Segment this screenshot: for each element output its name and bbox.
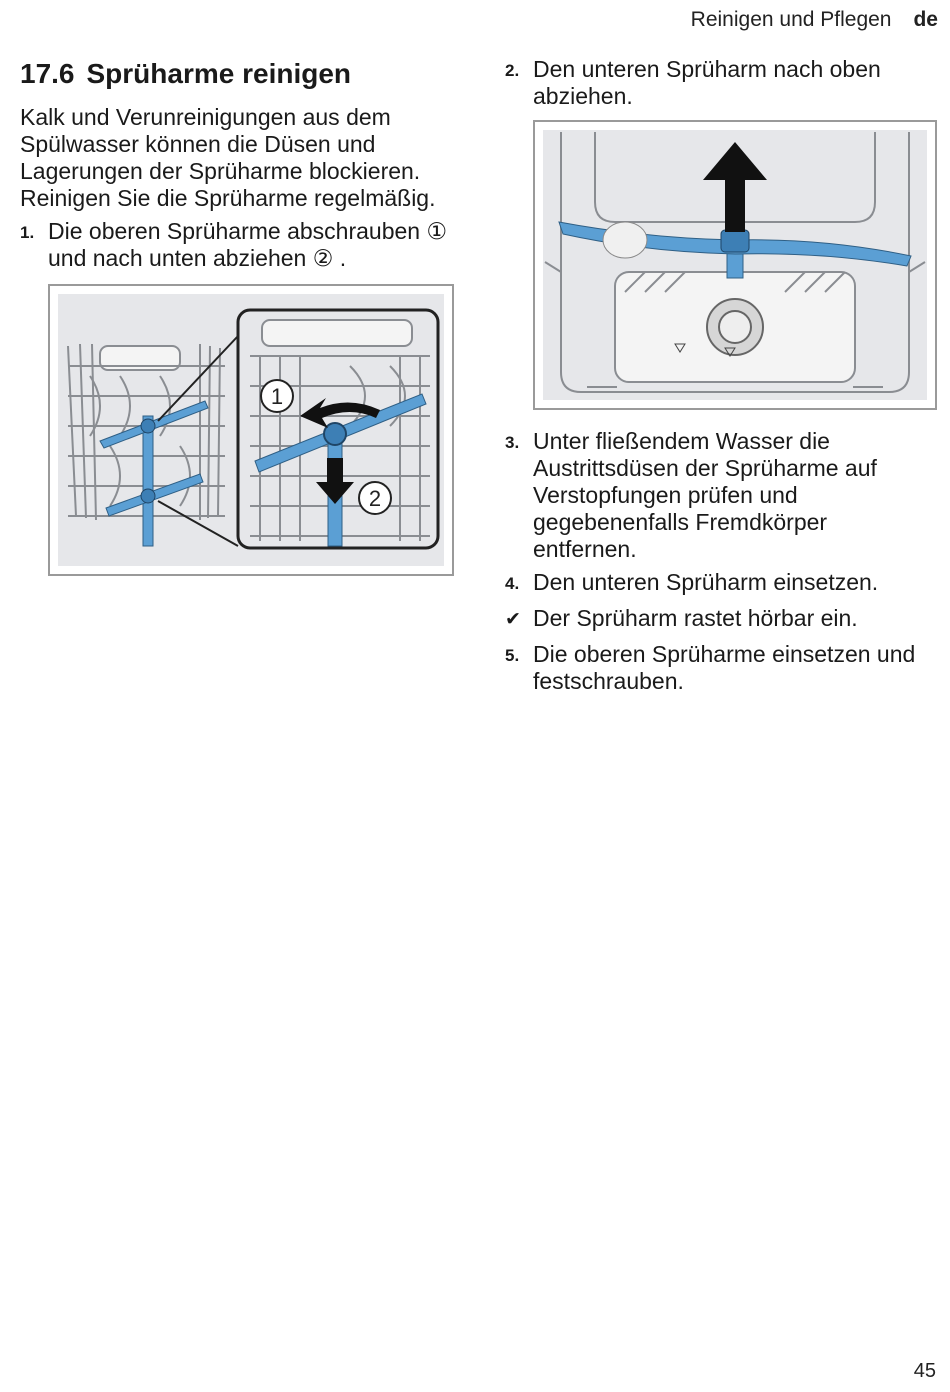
page-number: 45 xyxy=(913,1360,936,1382)
lower-arm-drawing xyxy=(558,221,912,279)
lower-spray-arm-illustration xyxy=(543,130,927,400)
spray-arm-left-drawing xyxy=(99,400,209,547)
step-text: Den unteren Sprüharm einsetzen. xyxy=(533,569,879,595)
figure-lower-spray-arm xyxy=(533,120,937,410)
right-column: 2. Den unteren Sprüharm nach oben abzieh… xyxy=(505,56,937,701)
step-5: 5. Die oberen Sprüharme einsetzen und fe… xyxy=(505,641,935,695)
step-number: 3. xyxy=(505,433,520,452)
step-4: 4. Den unteren Sprüharm einsetzen. xyxy=(505,569,935,599)
checkmark-icon: ✔ xyxy=(505,609,521,630)
step-number: 2. xyxy=(505,61,520,80)
step-text: Der Sprüharm rastet hörbar ein. xyxy=(533,605,858,631)
step-text: Unter fließendem Wasser die Austrittsdüs… xyxy=(533,428,877,562)
step-2: 2. Den unteren Sprüharm nach oben abzieh… xyxy=(505,56,935,110)
filter-drawing xyxy=(674,298,764,357)
step-result: ✔ Der Sprüharm rastet hörbar ein. xyxy=(505,605,935,635)
step-number: 4. xyxy=(505,574,520,593)
header-language: de xyxy=(913,8,938,31)
up-arrow-drawing xyxy=(703,142,767,232)
step-number: 1. xyxy=(20,223,35,242)
callout-1: 1 xyxy=(271,384,283,409)
section-title: 17.6 Sprüharme reinigen xyxy=(20,56,454,92)
step-3: 3. Unter fließendem Wasser die Austritts… xyxy=(505,428,935,563)
page-header: Reinigen und Pflegen de xyxy=(691,8,938,32)
figure-upper-spray-arms: 1 2 xyxy=(48,284,454,576)
step-text: Die oberen Sprüharme einsetzen und fests… xyxy=(533,641,916,694)
upper-spray-arm-illustration: 1 2 xyxy=(58,294,444,566)
down-arrow-drawing xyxy=(316,458,354,504)
rotate-arrow-drawing xyxy=(300,398,380,428)
step-1: 1. Die oberen Sprüharme abschrauben ① un… xyxy=(20,218,454,272)
section-number: 17.6 xyxy=(20,58,75,89)
step-number: 5. xyxy=(505,646,520,665)
step-text: Den unteren Sprüharm nach oben abziehen. xyxy=(533,56,881,109)
intro-paragraph: Kalk und Verunreinigungen aus dem Spülwa… xyxy=(20,104,436,211)
step-text: Die oberen Sprüharme abschrauben ① und n… xyxy=(48,218,448,271)
section-title-text: Sprüharme reinigen xyxy=(86,58,352,89)
left-column: 17.6 Sprüharme reinigen Kalk und Verunrei… xyxy=(20,56,454,576)
callout-2: 2 xyxy=(369,486,381,511)
header-section: Reinigen und Pflegen xyxy=(690,8,892,31)
basket-zoom-drawing xyxy=(250,319,430,541)
